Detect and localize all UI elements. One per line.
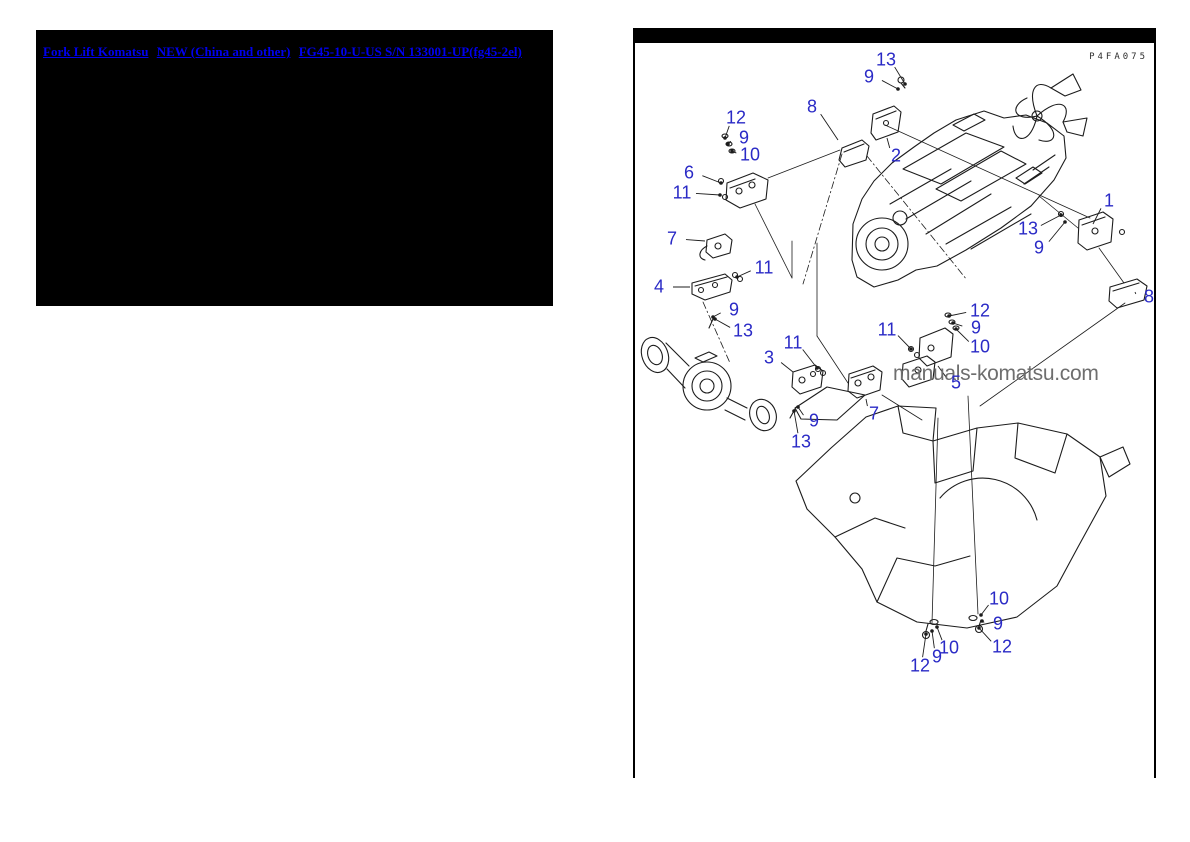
part-callout-2: 2 xyxy=(890,145,902,166)
part-callout-3: 3 xyxy=(763,347,775,368)
part-callout-1: 1 xyxy=(1103,190,1115,211)
engine-illustration xyxy=(851,73,1088,288)
link-model-serial[interactable]: FG45-10-U-US S/N 133001-UP(fg45-2el) xyxy=(298,44,522,59)
part-callout-5: 5 xyxy=(950,372,962,393)
part-callout-12: 12 xyxy=(969,300,991,321)
watermark: manuals-komatsu.com xyxy=(893,362,1099,385)
part-callout-9: 9 xyxy=(863,66,875,87)
part-callout-13: 13 xyxy=(790,431,812,452)
part-callout-11: 11 xyxy=(877,319,897,340)
link-catalog-root[interactable]: Fork Lift Komatsu xyxy=(43,44,149,59)
axle-illustration xyxy=(640,336,777,432)
parts-diagram-artwork xyxy=(640,66,1148,658)
leader-lines xyxy=(673,66,1137,658)
part-callout-13: 13 xyxy=(732,320,754,341)
sheet-top-bar xyxy=(633,28,1156,43)
header-banner: Fork Lift Komatsu NEW (China and other) … xyxy=(36,30,553,306)
part-callout-9: 9 xyxy=(728,299,740,320)
part-callout-13: 13 xyxy=(875,49,897,70)
part-callout-7: 7 xyxy=(666,228,678,249)
part-callout-12: 12 xyxy=(725,107,747,128)
part-callout-12: 12 xyxy=(909,655,931,676)
part-callout-9: 9 xyxy=(970,317,982,338)
part-callout-4: 4 xyxy=(653,276,665,297)
part-callout-11: 11 xyxy=(754,257,774,278)
part-callout-11: 11 xyxy=(672,182,692,203)
part-callout-13: 13 xyxy=(1017,218,1039,239)
cooling-fan-icon xyxy=(1012,73,1088,142)
part-callout-10: 10 xyxy=(988,588,1010,609)
parts-diagram-sheet: P4FA075 xyxy=(633,28,1156,778)
part-callout-9: 9 xyxy=(1033,237,1045,258)
part-callout-9: 9 xyxy=(992,613,1004,634)
part-callout-9: 9 xyxy=(738,127,750,148)
part-callout-10: 10 xyxy=(969,336,991,357)
part-callout-7: 7 xyxy=(868,403,880,424)
part-callout-11: 11 xyxy=(783,332,803,353)
plate-code: P4FA075 xyxy=(1089,52,1148,62)
frame-illustration xyxy=(794,386,1131,629)
link-model-group[interactable]: NEW (China and other) xyxy=(156,44,291,59)
part-callout-9: 9 xyxy=(808,410,820,431)
part-callout-9: 9 xyxy=(931,646,943,667)
part-callout-10: 10 xyxy=(938,637,960,658)
breadcrumb: Fork Lift Komatsu NEW (China and other) … xyxy=(36,30,553,60)
part-callout-6: 6 xyxy=(683,162,695,183)
part-callout-8: 8 xyxy=(806,96,818,117)
part-callout-8: 8 xyxy=(1143,286,1155,307)
construction-lines xyxy=(702,124,1126,624)
part-callout-12: 12 xyxy=(991,636,1013,657)
part-callout-10: 10 xyxy=(739,144,761,165)
